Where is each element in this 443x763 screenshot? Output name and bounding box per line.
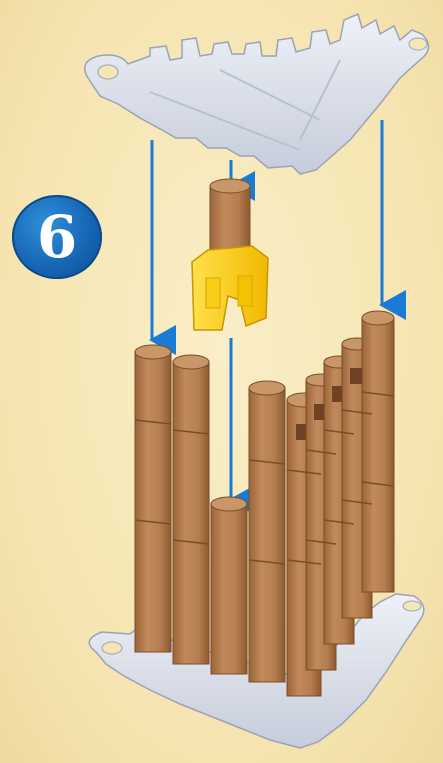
step-number-badge: 6 <box>12 195 102 279</box>
log <box>210 496 248 675</box>
assembly-arrows <box>149 120 406 515</box>
log <box>361 310 395 593</box>
log <box>248 380 286 683</box>
log <box>172 354 210 665</box>
top-battlement-piece <box>83 12 430 175</box>
step-number: 6 <box>36 203 78 271</box>
yellow-connector-piece <box>191 245 269 331</box>
log <box>134 344 172 653</box>
short-log-piece <box>209 178 251 263</box>
log-wall-assembly <box>134 310 395 697</box>
